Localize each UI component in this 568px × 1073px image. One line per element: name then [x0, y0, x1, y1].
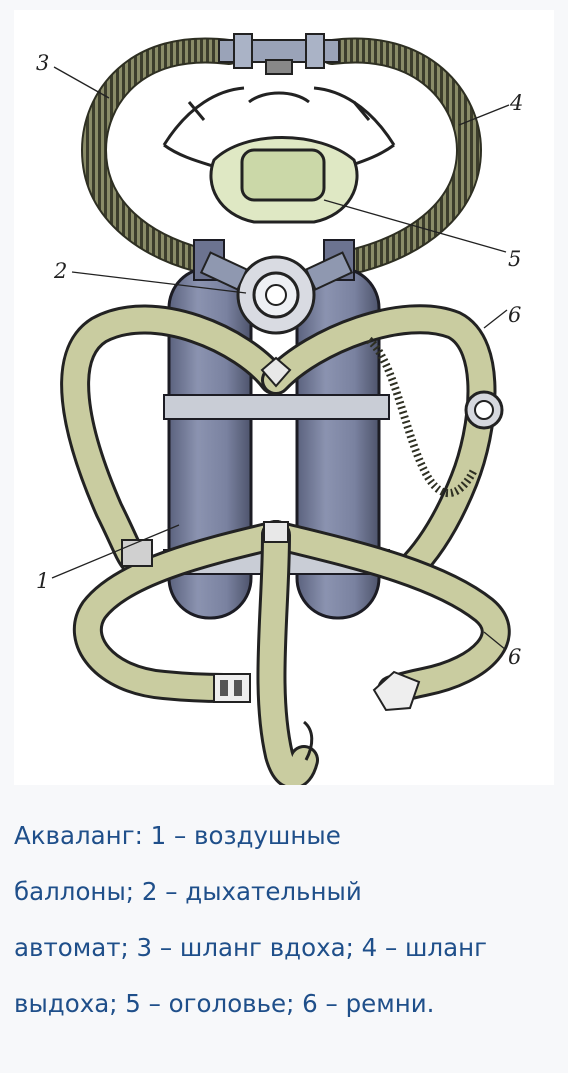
label-4: 4 [509, 91, 523, 115]
mouthpiece-fitting [219, 34, 339, 74]
caption-line: баллоны; 2 – дыхательный [14, 864, 559, 920]
caption-line: выдоха; 5 – оголовье; 6 – ремни. [14, 976, 559, 1032]
scuba-illustration: 3 4 5 2 6 1 6 [14, 10, 554, 785]
label-2: 2 [53, 259, 67, 283]
label-1: 1 [36, 569, 49, 593]
label-5: 5 [508, 247, 521, 271]
figure-caption: Акваланг: 1 – воздушные баллоны; 2 – дых… [14, 808, 559, 1032]
scuba-diagram: 3 4 5 2 6 1 6 [14, 10, 554, 785]
label-6-upper: 6 [508, 303, 521, 327]
label-6-lower: 6 [508, 645, 521, 669]
label-3: 3 [36, 51, 49, 75]
caption-line: автомат; 3 – шланг вдоха; 4 – шланг [14, 920, 559, 976]
caption-line: Акваланг: 1 – воздушные [14, 808, 559, 864]
mask-headgear [164, 88, 394, 222]
